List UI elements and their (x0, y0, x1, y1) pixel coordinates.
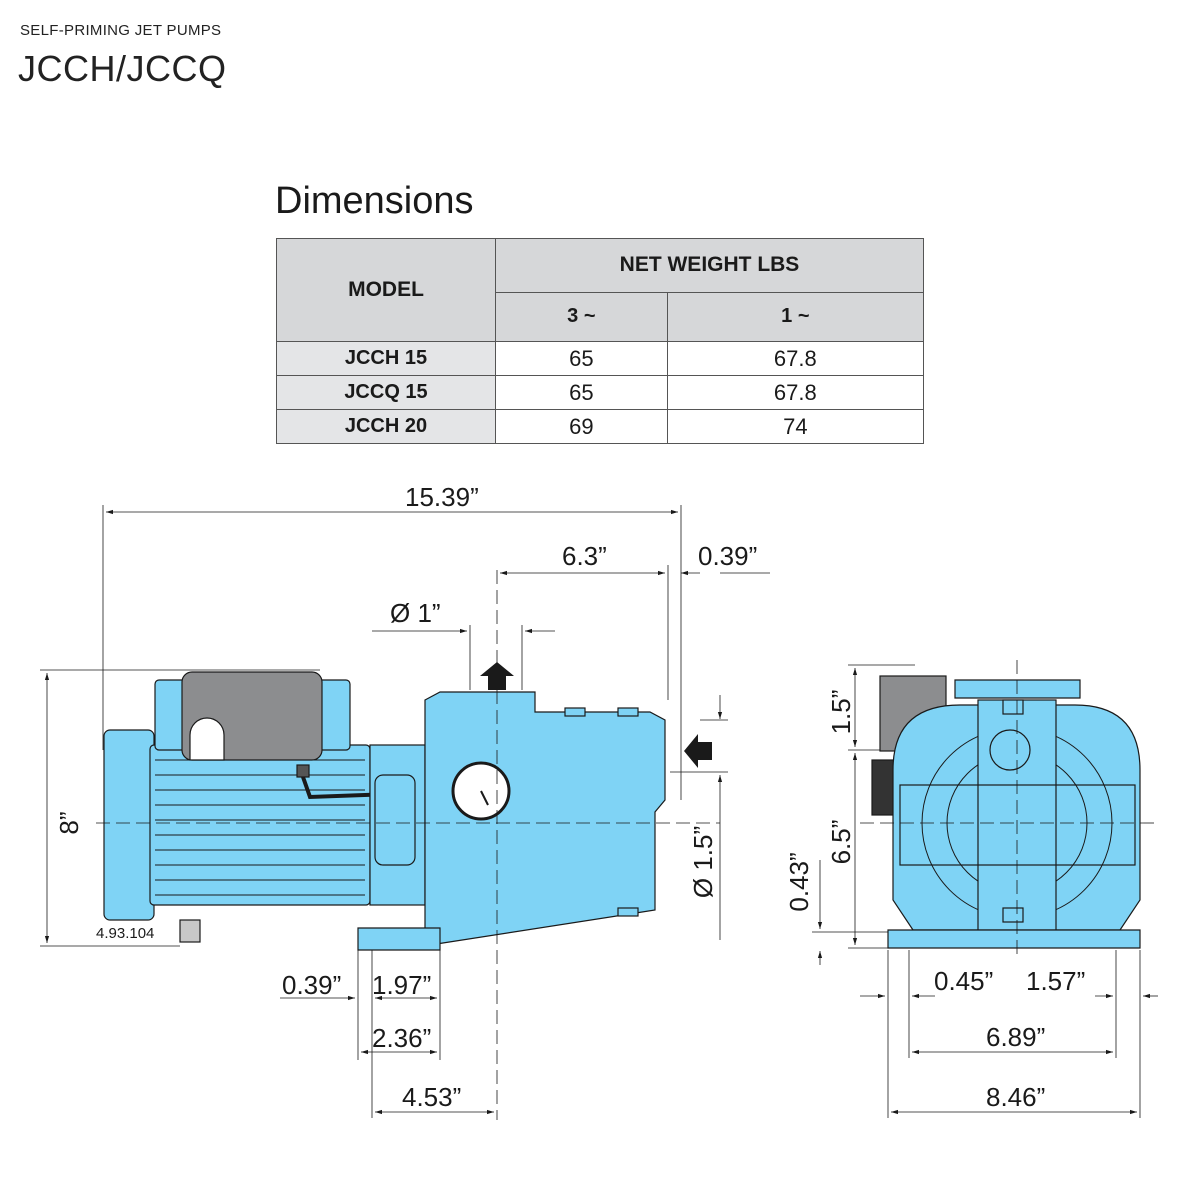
inlet-arrow-icon (684, 734, 712, 768)
model-title: JCCH/JCCQ (18, 48, 227, 89)
bolt (564, 707, 586, 717)
phase-header-row: 3 ~ 1 ~ (277, 291, 925, 343)
three-phase-header: 3 ~ (495, 291, 668, 343)
dim-base-height: 0.43” (784, 852, 814, 911)
front-dimension-lines (812, 664, 1158, 1118)
cable-gland (296, 764, 310, 778)
table-header-row: MODEL NET WEIGHT LBS (276, 238, 924, 342)
net-weight-header: NET WEIGHT LBS (495, 238, 924, 293)
dim-outlet-offset: 6.3” (562, 541, 607, 571)
dim-foot-edge: 0.39” (282, 970, 341, 1000)
table-row: JCCH 15 65 67.8 (276, 341, 925, 376)
fan-cover (103, 729, 155, 921)
weight-table: MODEL NET WEIGHT LBS 3 ~ 1 ~ JCCH 15 65 … (276, 238, 925, 444)
dim-inner-span: 6.89” (986, 1022, 1045, 1052)
front-top-lugs (954, 679, 1081, 699)
dim-foot-width: 1.97” (372, 970, 431, 1000)
model-column-header: MODEL (276, 238, 496, 342)
model-cell: JCCH 15 (276, 341, 496, 376)
cable-gland-slot (189, 717, 225, 761)
dim-inlet-offset: 0.39” (698, 541, 757, 571)
dim-overall-length: 15.39” (405, 482, 479, 512)
single-phase-cell: 67.8 (666, 375, 925, 410)
front-bottom-bolt (1002, 907, 1024, 923)
single-phase-cell: 67.8 (666, 341, 925, 376)
front-outlet (989, 729, 1031, 771)
subtitle: SELF-PRIMING JET PUMPS (20, 22, 222, 39)
motor-body (149, 744, 371, 906)
dim-bolt-right: 1.57” (1026, 966, 1085, 996)
single-phase-cell: 74 (666, 409, 925, 444)
dim-outlet-to-foot: 4.53” (402, 1082, 461, 1112)
bolt (617, 707, 639, 717)
front-top-bolt (1002, 699, 1024, 715)
gauge-needle (480, 790, 489, 806)
dim-bolt-left: 0.45” (934, 966, 993, 996)
pump-body (424, 691, 666, 946)
model-cell: JCCQ 15 (276, 375, 496, 410)
table-row: JCCQ 15 65 67.8 (276, 375, 925, 410)
front-horizontal-band (899, 784, 1136, 866)
side-dimension-lines (40, 505, 770, 1118)
dim-axis-height: 6.5” (826, 820, 856, 865)
coupling-window (374, 774, 416, 866)
side-view (103, 671, 666, 951)
table-row: JCCH 20 69 74 (276, 409, 925, 444)
dimensions-heading: Dimensions (275, 180, 474, 222)
dim-outlet-diameter: Ø 1” (390, 598, 441, 628)
three-phase-cell: 69 (495, 409, 668, 444)
front-base (887, 929, 1141, 949)
dim-overall-width: 8.46” (986, 1082, 1045, 1112)
single-phase-header: 1 ~ (666, 291, 925, 343)
drain-plug (179, 919, 201, 943)
part-code: 4.93.104 (96, 925, 154, 942)
front-view (871, 675, 1141, 949)
side-centerlines (96, 570, 720, 1120)
front-centerlines (860, 660, 1160, 960)
three-phase-cell: 65 (495, 375, 668, 410)
model-cell: JCCH 20 (276, 409, 496, 444)
dim-inlet-diameter: Ø 1.5” (688, 826, 718, 898)
bolt (617, 907, 639, 917)
base-foot (357, 927, 441, 951)
dim-height: 8” (54, 811, 84, 834)
dim-top-offset: 1.5” (826, 690, 856, 735)
dim-foot-span: 2.36” (372, 1023, 431, 1053)
